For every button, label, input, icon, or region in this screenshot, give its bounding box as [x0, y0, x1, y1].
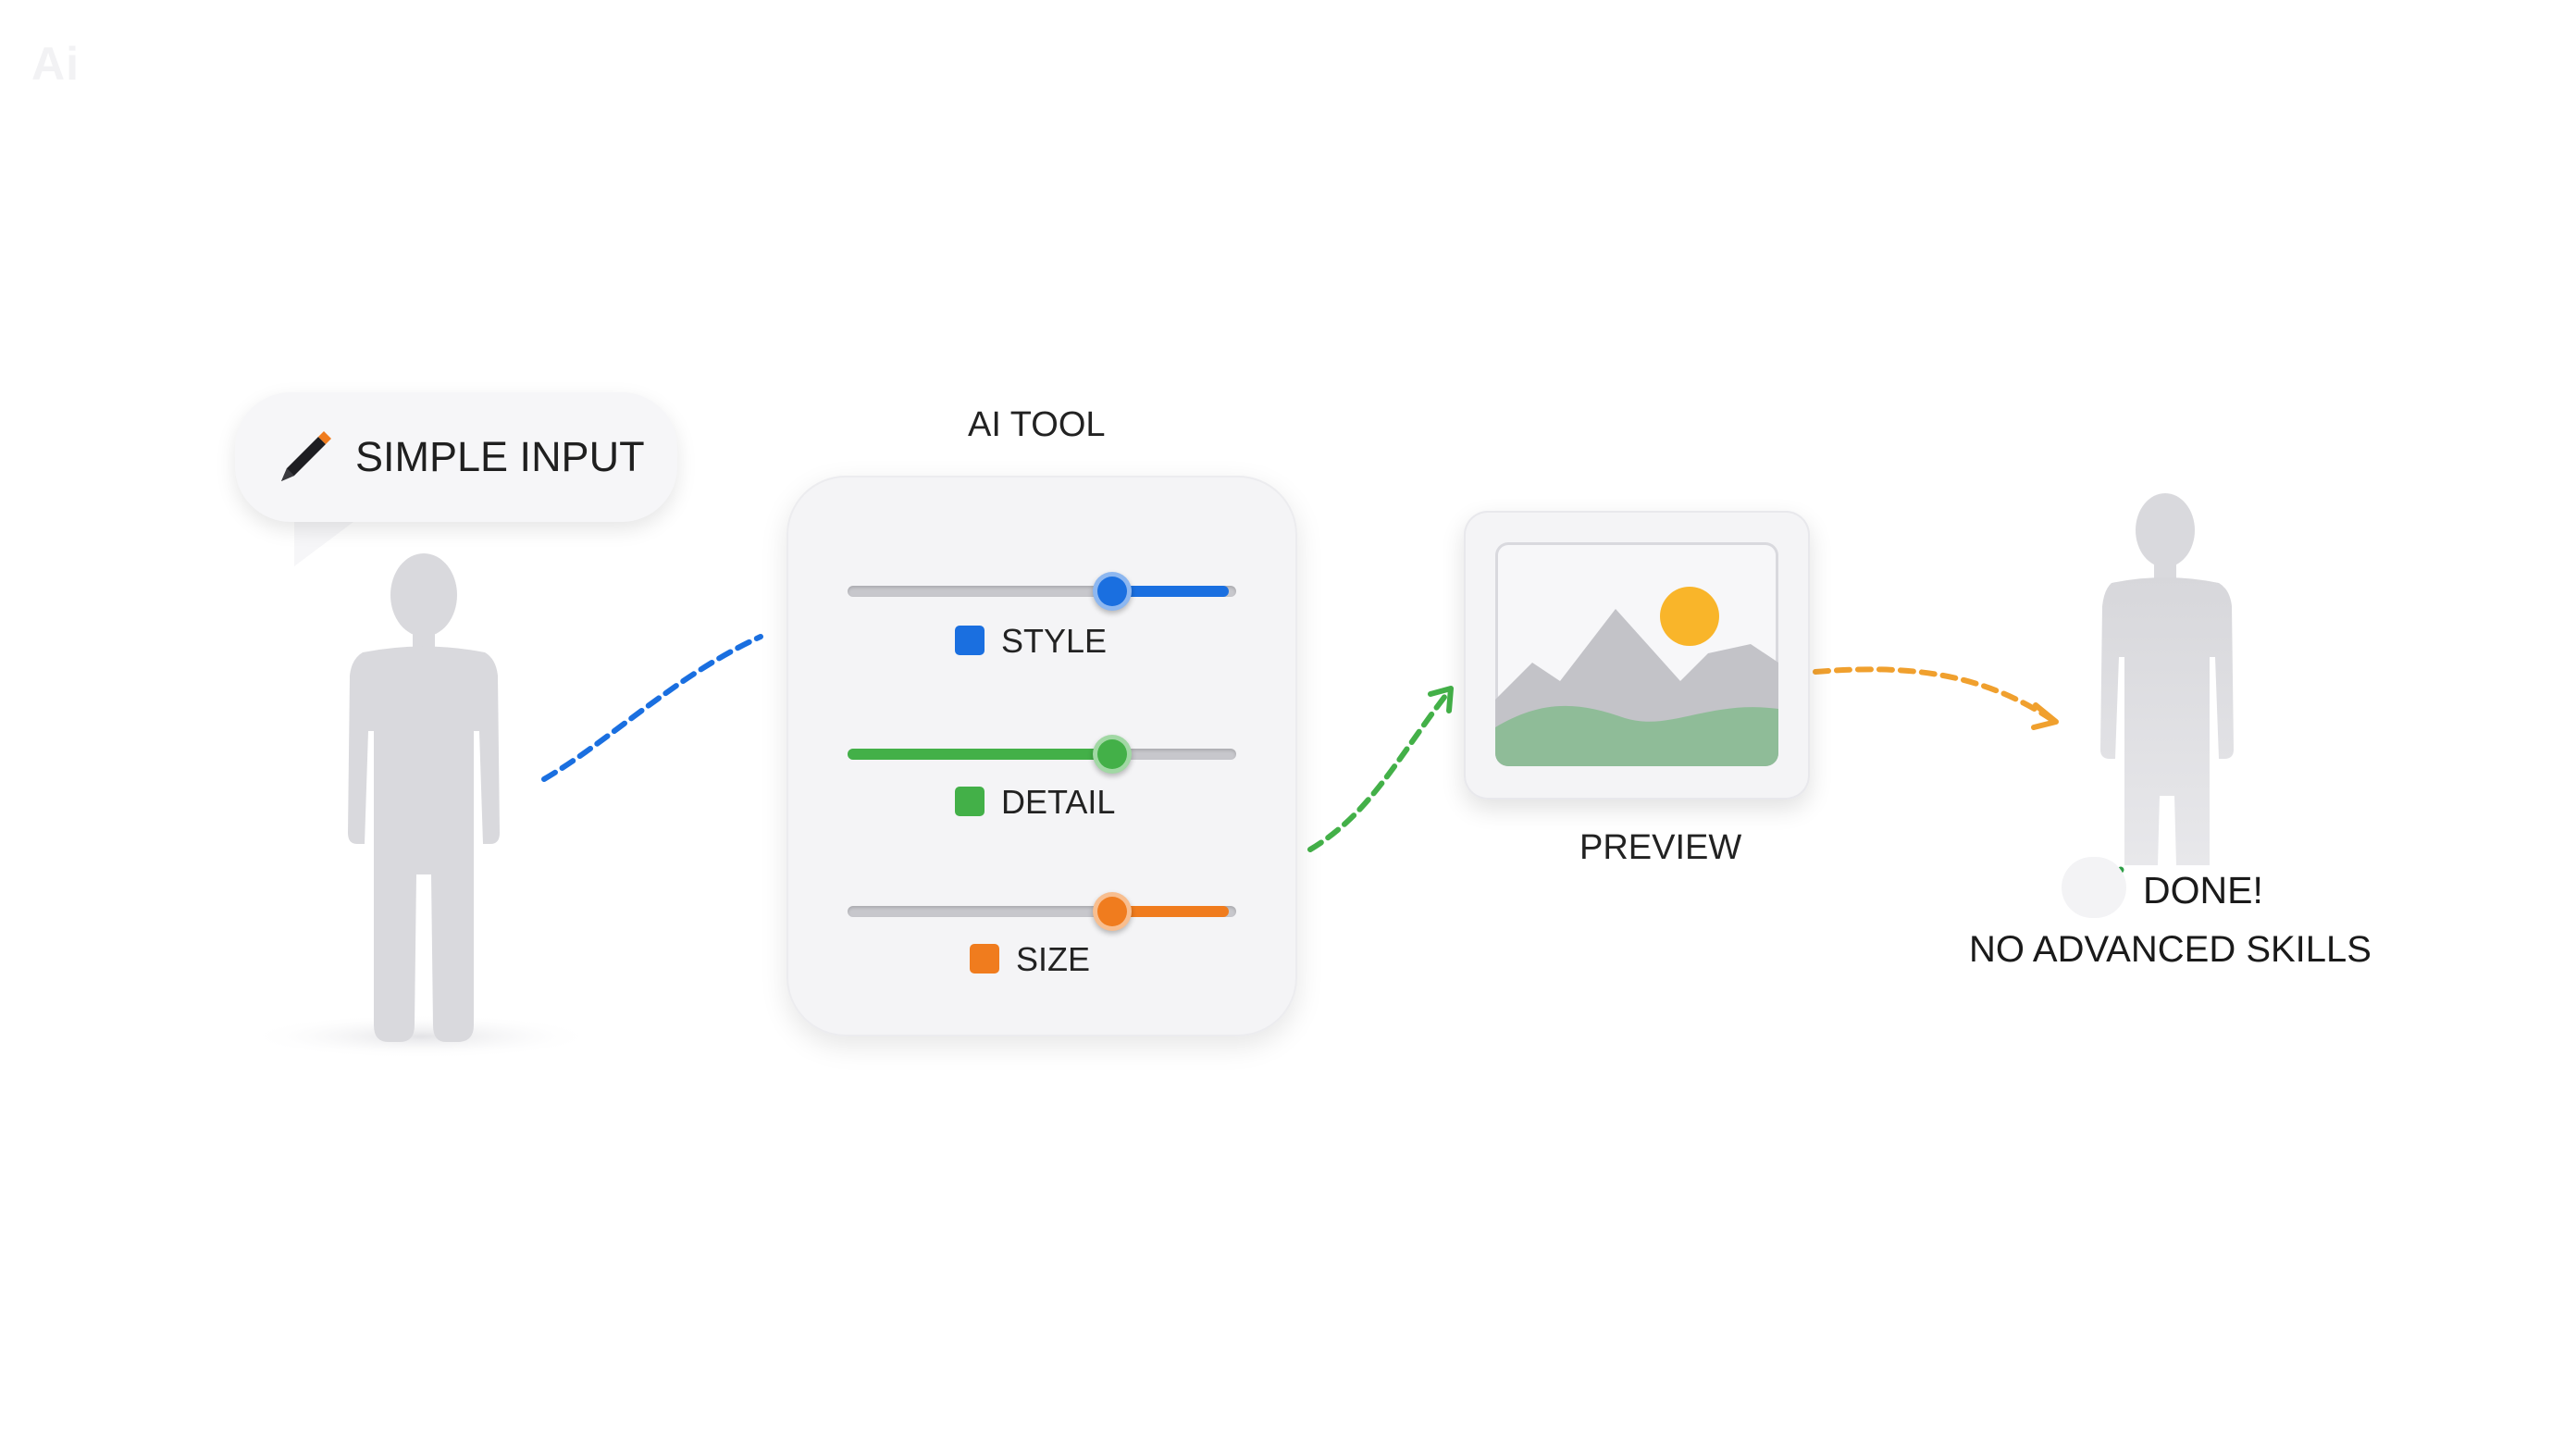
preview-card: [1464, 511, 1810, 800]
style-slider-knob[interactable]: [1092, 572, 1132, 611]
style-swatch: [955, 626, 985, 655]
detail-label: DETAIL: [1001, 783, 1116, 821]
size-swatch: [970, 944, 999, 974]
connector-green-arrowhead: [1428, 686, 1454, 713]
size-slider[interactable]: [848, 892, 1236, 931]
bubble-tail: [294, 511, 361, 566]
preview-label: PREVIEW: [1579, 828, 1742, 867]
person-left-icon: [245, 553, 597, 1059]
style-slider-fill: [1111, 586, 1229, 597]
check-badge: [2062, 857, 2126, 918]
pen-icon: [281, 431, 331, 481]
connector-green: [1307, 693, 1448, 852]
person-right-icon: [2100, 493, 2234, 865]
preview-image-frame: [1495, 542, 1778, 766]
input-bubble-label: SIMPLE INPUT: [355, 433, 645, 480]
size-slider-fill: [1111, 906, 1229, 917]
ai-tool-title: AI TOOL: [968, 405, 1106, 444]
ai-tool-panel: STYLE DETAIL SIZE: [786, 476, 1297, 1036]
style-label: STYLE: [1001, 622, 1108, 660]
detail-slider-fill: [848, 749, 1112, 760]
detail-slider-knob[interactable]: [1092, 735, 1132, 774]
style-slider[interactable]: [848, 572, 1236, 611]
input-bubble: SIMPLE INPUT: [235, 392, 677, 522]
detail-slider[interactable]: [848, 735, 1236, 774]
connector-orange-arrowhead: [2031, 702, 2059, 730]
done-status: DONE!: [2143, 869, 2263, 912]
watermark-logo: Ai: [31, 38, 80, 90]
connector-orange: [1813, 666, 2055, 723]
size-slider-knob[interactable]: [1092, 892, 1132, 931]
landscape-image-icon: [1495, 587, 1778, 766]
detail-swatch: [955, 787, 985, 816]
connector-blue: [541, 634, 763, 782]
size-label: SIZE: [1016, 940, 1091, 978]
no-skills-caption: NO ADVANCED SKILLS: [1969, 929, 2372, 970]
sun-icon: [1660, 587, 1719, 646]
